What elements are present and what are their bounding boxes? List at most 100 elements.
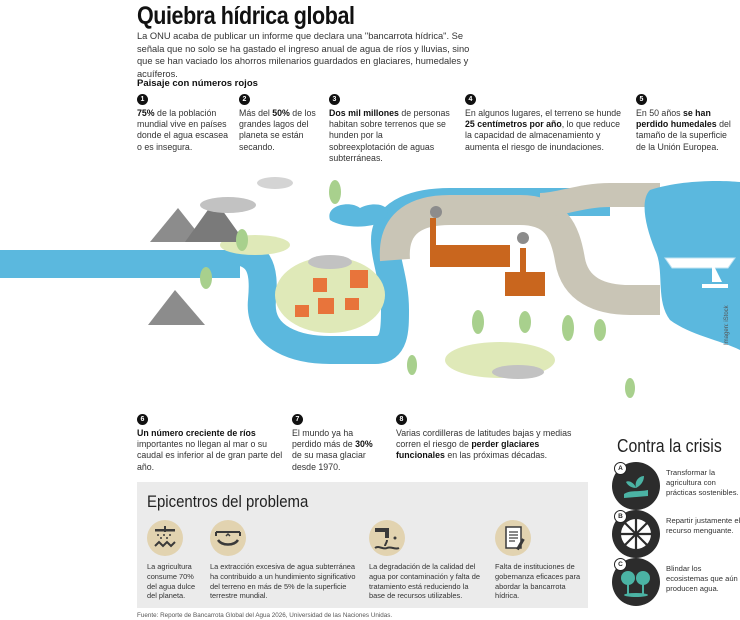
tree: [562, 315, 574, 341]
dry-riverbed: [379, 195, 660, 315]
house: [345, 298, 359, 310]
factory-chimney: [430, 218, 436, 246]
epicentro-text: Falta de instituciones de gobernanza efi…: [495, 562, 581, 601]
fact-highlight: 25 centímetros por año: [465, 119, 562, 130]
tree: [200, 267, 212, 289]
fact-highlight: 75%: [137, 108, 155, 118]
fact-number: 8: [396, 414, 407, 425]
page-title: Quiebra hídrica global: [137, 2, 355, 30]
source-note: Fuente: Reporte de Bancarrota Global del…: [137, 612, 393, 619]
tree: [519, 311, 531, 333]
fact-highlight: Un número creciente de ríos: [137, 428, 256, 438]
fact-number: 5: [636, 94, 647, 105]
fact-highlight: perder glaciares funcionales: [396, 439, 540, 461]
fact-text: de personas habitan sobre terrenos que s…: [329, 108, 450, 163]
fact-number: 1: [137, 94, 148, 105]
tree: [625, 378, 635, 398]
epicentro-item-1: La agricultura consume 70% del agua dulc…: [147, 520, 205, 601]
fact-text: El mundo ya ha perdido más de: [292, 428, 356, 450]
cloud: [257, 177, 293, 189]
fact-6: 6 Un número creciente de ríos importante…: [137, 414, 287, 473]
lake: [329, 204, 388, 227]
tree: [472, 310, 484, 334]
dry-riverbed: [539, 183, 660, 217]
tree: [329, 180, 341, 204]
factory: [430, 245, 510, 267]
cloud: [200, 197, 256, 213]
fact-1: 1 75% de la población mundial vive en pa…: [137, 94, 229, 153]
fact-text: Más del: [239, 108, 273, 118]
epicentro-item-2: La extracción excesiva de agua subterrán…: [210, 520, 360, 601]
tree: [236, 229, 248, 251]
epicentro-text: La agricultura consume 70% del agua dulc…: [147, 562, 196, 601]
crisis-title: Contra la crisis: [617, 436, 722, 456]
section-subhead: Paisaje con números rojos: [137, 78, 258, 89]
epicentro-text: La degradación de la calidad del agua po…: [369, 562, 480, 601]
crisis-item-b: B Repartir justamente el recurso menguan…: [612, 510, 740, 560]
epicentro-item-3: La degradación de la calidad del agua po…: [369, 520, 484, 601]
epicentro-text: La extracción excesiva de agua subterrán…: [210, 562, 356, 601]
crisis-badge: C: [614, 558, 627, 571]
trees-icon: [612, 558, 660, 606]
fact-2: 2 Más del 50% de los grandes lagos del p…: [239, 94, 317, 153]
fact-highlight: se han perdido humedales: [636, 108, 717, 130]
landscape-illustration: [0, 177, 740, 398]
irrigation-icon: [147, 520, 183, 556]
crisis-text: Blindar los ecosistemas que aún producen…: [666, 564, 738, 593]
fact-number: 7: [292, 414, 303, 425]
fact-number: 2: [239, 94, 250, 105]
factory-chimney: [520, 248, 526, 274]
fact-5: 5 En 50 años se han perdido humedales de…: [636, 94, 736, 153]
fact-text: Varias cordilleras de latitudes bajas y …: [396, 428, 572, 450]
image-credit: Imagen: iStock: [724, 305, 730, 345]
epicentro-item-4: Falta de instituciones de gobernanza efi…: [495, 520, 585, 601]
subsidence-icon: [210, 520, 246, 556]
fact-text: en las próximas décadas.: [444, 450, 548, 461]
fact-number: 4: [465, 94, 476, 105]
fact-7: 7 El mundo ya ha perdido más de 30% de s…: [292, 414, 382, 473]
fact-text: importantes no llegan al mar o su caudal…: [137, 439, 283, 472]
fact-text: En 50 años: [636, 108, 683, 118]
house: [318, 298, 334, 314]
fact-text: del tamaño de la superficie de la Unión …: [636, 119, 731, 152]
pollution-pipe-icon: [369, 520, 405, 556]
fact-number: 6: [137, 414, 148, 425]
sailboat: [712, 262, 722, 282]
crisis-badge: B: [614, 510, 627, 523]
fact-8: 8 Varias cordilleras de latitudes bajas …: [396, 414, 586, 462]
fact-text: de los grandes lagos del planeta se está…: [239, 108, 316, 152]
fact-highlight: 30%: [355, 439, 373, 450]
mountain: [148, 290, 205, 325]
factory: [505, 272, 545, 296]
fact-number: 3: [329, 94, 340, 105]
house: [350, 270, 368, 288]
tree: [594, 319, 606, 341]
crisis-item-a: A Transformar la agricultura con práctic…: [612, 462, 740, 512]
ship: [664, 257, 736, 269]
fact-text: , lo que reduce la capacidad de almacena…: [465, 119, 620, 152]
fact-4: 4 En algunos lugares, el terreno se hund…: [465, 94, 625, 153]
crisis-text: Repartir justamente el recurso menguante…: [666, 516, 740, 535]
pie-share-icon: [612, 510, 660, 558]
crisis-badge: A: [614, 462, 627, 475]
fact-3: 3 Dos mil millones de personas habitan s…: [329, 94, 451, 164]
document-icon: [495, 520, 531, 556]
smoke: [430, 206, 442, 218]
fact-text: En algunos lugares, el terreno se hunde: [465, 108, 622, 118]
crisis-text: Transformar la agricultura con prácticas…: [666, 468, 739, 497]
mountain: [185, 200, 245, 242]
fact-text: de la población mundial vive en países d…: [137, 108, 228, 152]
intro-text: La ONU acaba de publicar un informe que …: [137, 31, 470, 79]
house: [313, 278, 327, 292]
smoke: [517, 232, 529, 244]
crisis-item-c: C Blindar los ecosistemas que aún produc…: [612, 558, 740, 608]
house: [295, 305, 309, 317]
fact-highlight: Dos mil millones: [329, 108, 399, 118]
cloud: [492, 365, 544, 379]
fact-text: de su masa glaciar desde 1970.: [292, 450, 366, 472]
epicentros-box: Epicentros del problema La agricultura c…: [137, 482, 588, 608]
cloud: [308, 255, 352, 269]
tree: [407, 355, 417, 375]
epicentros-title: Epicentros del problema: [147, 492, 309, 511]
sailboat: [702, 284, 728, 288]
